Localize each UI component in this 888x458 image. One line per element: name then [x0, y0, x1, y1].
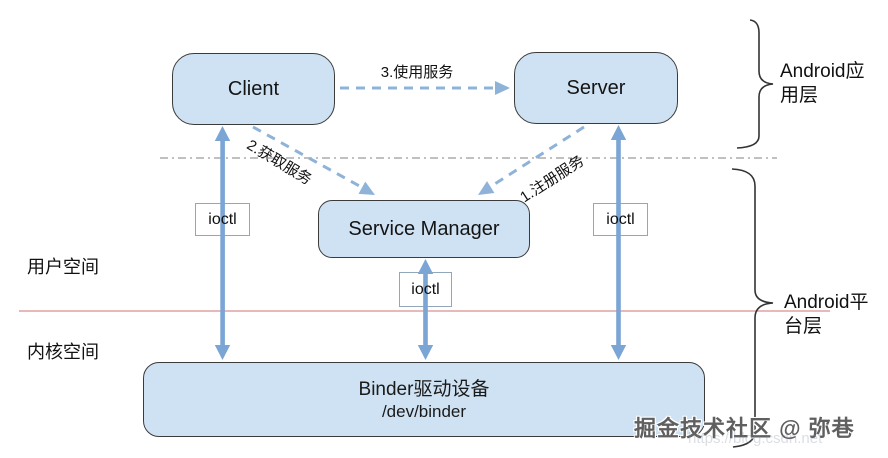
service-manager-binder-arrow [417, 259, 434, 360]
use-service-label: 3.使用服务 [380, 64, 454, 81]
use-service-arrow [340, 81, 510, 95]
node-server-label: Server [566, 76, 626, 99]
app-layer-brace [736, 19, 774, 149]
node-binder-driver-label: Binder驱动设备 [358, 378, 490, 400]
server-binder-arrow [610, 125, 627, 360]
android-app-layer-label: Android应用层 [780, 61, 865, 106]
url-watermark: https://blog.csdn.net [688, 430, 823, 447]
node-binder-driver: Binder驱动设备 /dev/binder [143, 362, 705, 437]
node-service-manager-label: Service Manager [348, 217, 500, 240]
kernel-space-label: 内核空间 [27, 342, 99, 362]
ioctl-label-server: ioctl [606, 210, 635, 228]
community-watermark: 掘金技术社区 @ 弥巷 [634, 416, 855, 441]
node-service-manager: Service Manager [318, 200, 530, 258]
user-space-label: 用户空间 [27, 257, 99, 277]
ioctl-label-client: ioctl [208, 210, 237, 228]
get-service-arrow [252, 125, 375, 195]
node-client: Client [172, 53, 335, 125]
platform-layer-brace [731, 168, 774, 448]
register-service-arrow [478, 125, 585, 195]
node-client-label: Client [227, 77, 280, 100]
android-platform-layer-label: Android平台层 [784, 292, 869, 337]
ioctl-label-service-manager: ioctl [411, 280, 440, 298]
client-binder-arrow [214, 126, 231, 360]
node-server: Server [514, 52, 678, 124]
node-binder-driver-sublabel: /dev/binder [381, 401, 467, 421]
